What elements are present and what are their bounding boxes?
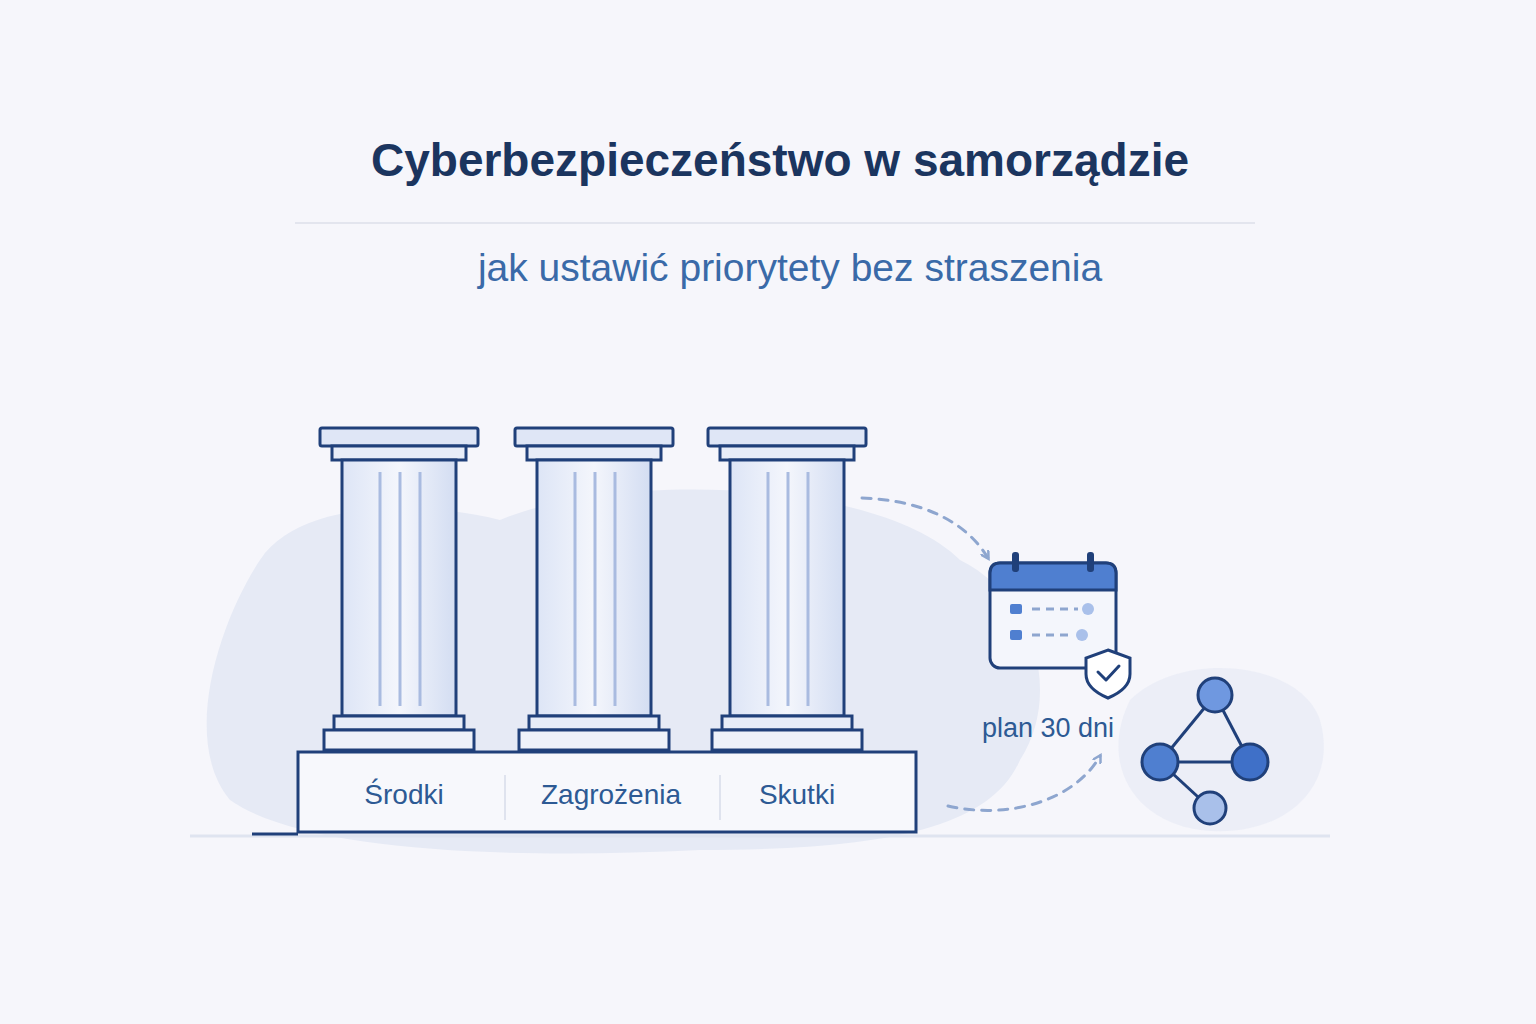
plinth-section: Środki <box>360 779 447 811</box>
subtitle: jak ustawić priorytety bez straszenia <box>478 246 1102 290</box>
plinth <box>252 752 916 834</box>
pillars <box>320 428 866 750</box>
network-icon <box>1142 678 1268 824</box>
calendar-icon <box>990 552 1130 698</box>
section-label: Skutki <box>755 779 839 811</box>
plinth-section: Skutki <box>755 779 839 811</box>
plan-label: plan 30 dni <box>982 713 1114 744</box>
title: Cyberbezpieczeństwo w samorządzie <box>371 133 1189 187</box>
section-label: Zagrożenia <box>537 779 685 811</box>
section-label: Środki <box>360 779 447 811</box>
plinth-section: Zagrożenia <box>537 779 685 811</box>
ground-line <box>190 835 1330 838</box>
separator <box>295 222 1255 224</box>
